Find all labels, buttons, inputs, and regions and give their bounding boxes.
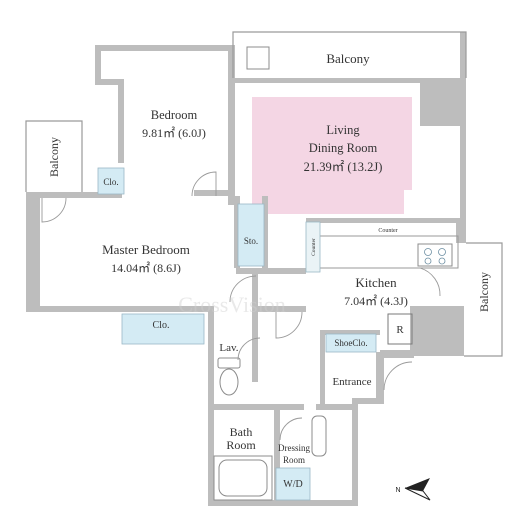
bedroom-name: Bedroom [151,108,198,122]
living-name-line2: Dining Room [309,141,378,155]
refrigerator-box [387,313,413,345]
kitchen-size: 7.04㎡ (4.3J) [344,294,408,308]
counter-side-label: Counter [311,238,317,256]
master-bedroom-size: 14.04㎡ (8.6J) [111,261,181,275]
storage-box [237,203,265,267]
balcony-top-label: Balcony [326,51,370,66]
compass-label: N [395,487,400,494]
bathtub-icon [213,455,273,501]
shoe-closet-label: ShoeClo. [334,338,367,348]
entrance-label: Entrance [332,376,371,388]
bath-label-line2: Room [226,438,256,452]
bath-label-line1: Bath [230,425,253,439]
bedroom-size: 9.81㎡ (6.0J) [142,126,206,140]
stove [417,243,453,267]
refrigerator-label: R [396,324,404,336]
interior-walls [82,190,456,504]
closet-small-label: Clo. [103,177,118,187]
closet-small-box [97,167,125,195]
washer-box [275,467,311,501]
compass-icon: N [395,478,431,501]
living-highlight [252,97,412,214]
balcony-right-label: Balcony [477,272,491,312]
counter-top-label: Counter [378,228,397,234]
living-size: 21.39㎡ (13.2J) [304,160,383,174]
exterior-walls [26,32,466,506]
lavatory-label: Lav. [219,342,238,354]
kitchen-name: Kitchen [355,275,397,290]
watermark: CrossVision [178,292,285,317]
master-bedroom-name: Master Bedroom [102,242,190,257]
storage-label: Sto. [244,236,258,246]
stove-burners [424,248,446,265]
sink-icon [311,415,327,457]
kitchen-counter [317,235,459,269]
door-swings [41,171,441,441]
balcony-outlines [25,31,503,357]
shoe-closet-box [325,333,377,353]
closet-master-label: Clo. [153,320,170,331]
side-counter [305,221,321,273]
dressing-label-line1: Dressing [278,443,310,453]
living-name-line1: Living [326,123,360,137]
closet-master-box [121,313,205,345]
toilet-icon [217,357,241,396]
balcony-left-label: Balcony [47,137,61,177]
dressing-label-line2: Room [283,455,305,465]
washer-label: W/D [283,479,302,490]
